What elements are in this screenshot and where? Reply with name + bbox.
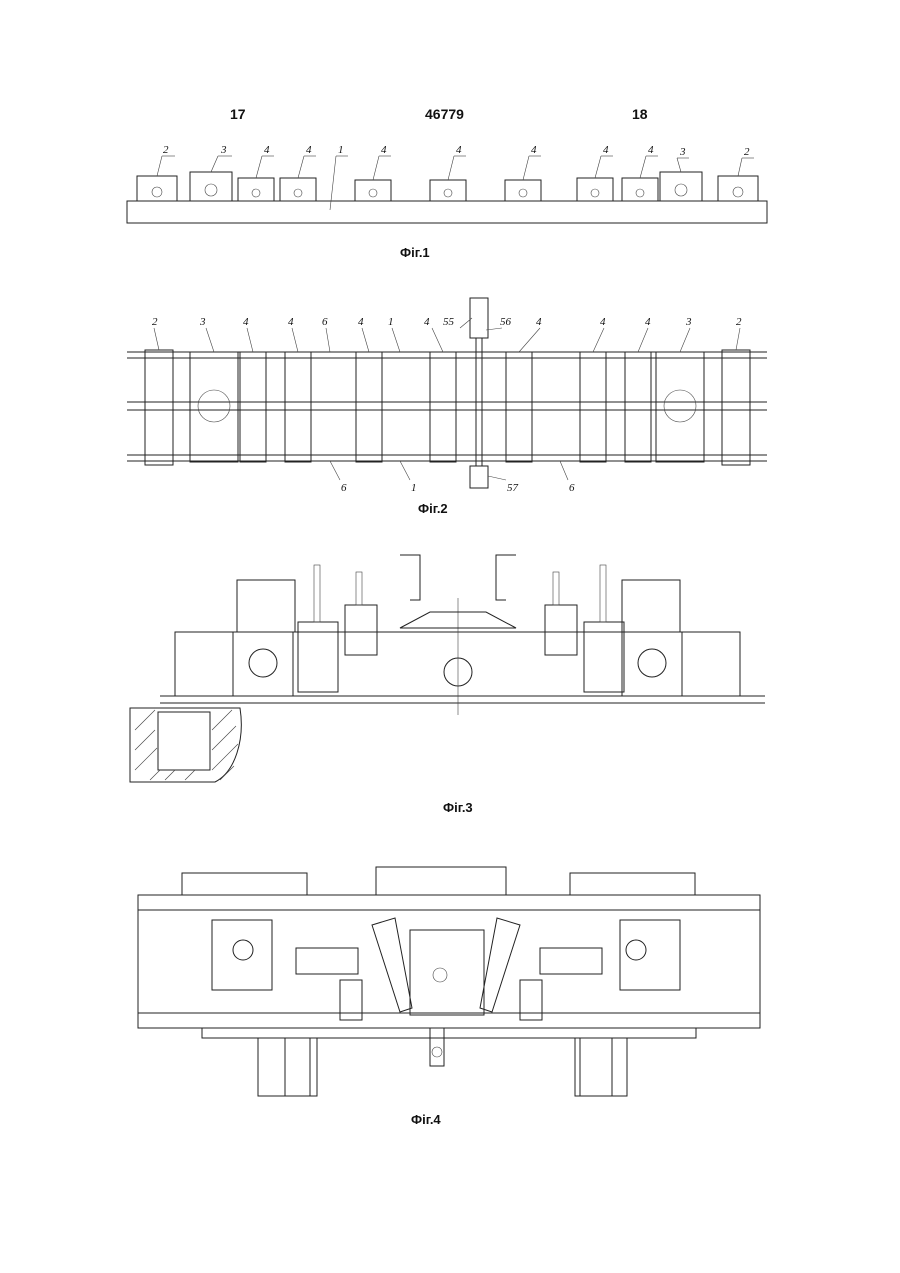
- fig1-base-beam: [127, 201, 767, 223]
- fig1-modules: [137, 172, 758, 201]
- fig2-label: 4: [424, 316, 430, 328]
- fig1-drawing: 2 3 4 4 1 4 4 4 4 4 3 2: [127, 144, 767, 223]
- fig2-label: 3: [199, 316, 206, 328]
- fig2-label: 4: [536, 316, 542, 328]
- fig2-label: 6: [569, 482, 575, 494]
- fig1-label: 4: [603, 144, 609, 156]
- fig2-label: 55: [443, 316, 455, 328]
- fig2-modules: [145, 350, 750, 465]
- fig1-label: 3: [679, 146, 686, 158]
- fig1-label: 3: [220, 144, 227, 156]
- fig2-label: 57: [507, 482, 519, 494]
- fig4-drawing: [138, 867, 760, 1096]
- fig2-label: 4: [243, 316, 249, 328]
- fig3-drawing: [130, 555, 765, 782]
- fig1-caption: Фіг.1: [400, 245, 430, 260]
- fig2-label: 3: [685, 316, 692, 328]
- fig2-label: 1: [388, 316, 394, 328]
- fig2-label: 2: [736, 316, 742, 328]
- fig3-caption: Фіг.3: [443, 800, 473, 815]
- fig1-label: 4: [264, 144, 270, 156]
- fig2-label: 4: [600, 316, 606, 328]
- fig1-label: 4: [648, 144, 654, 156]
- fig2-label: 56: [500, 316, 512, 328]
- fig1-label: 4: [531, 144, 537, 156]
- fig2-label: 4: [288, 316, 294, 328]
- fig2-label: 2: [152, 316, 158, 328]
- fig4-frame: [138, 895, 760, 1028]
- fig2-caption: Фіг.2: [418, 501, 448, 516]
- fig1-label: 1: [338, 144, 344, 156]
- fig2-label: 6: [341, 482, 347, 494]
- fig2-label: 4: [358, 316, 364, 328]
- fig3-ground-section: [130, 708, 241, 782]
- fig1-label: 4: [456, 144, 462, 156]
- fig2-label: 6: [322, 316, 328, 328]
- fig4-caption: Фіг.4: [411, 1112, 441, 1127]
- fig1-label: 4: [381, 144, 387, 156]
- fig1-label: 2: [744, 146, 750, 158]
- fig2-label: 4: [645, 316, 651, 328]
- fig1-labels: 2 3 4 4 1 4 4 4 4 4 3 2: [163, 144, 750, 158]
- fig2-drawing: 2 3 4 4 6 4 1 4 55 56 4 4 4 3 2 6 1 57 6: [127, 298, 767, 494]
- fig1-label: 2: [163, 144, 169, 156]
- fig2-label: 1: [411, 482, 417, 494]
- fig1-label: 4: [306, 144, 312, 156]
